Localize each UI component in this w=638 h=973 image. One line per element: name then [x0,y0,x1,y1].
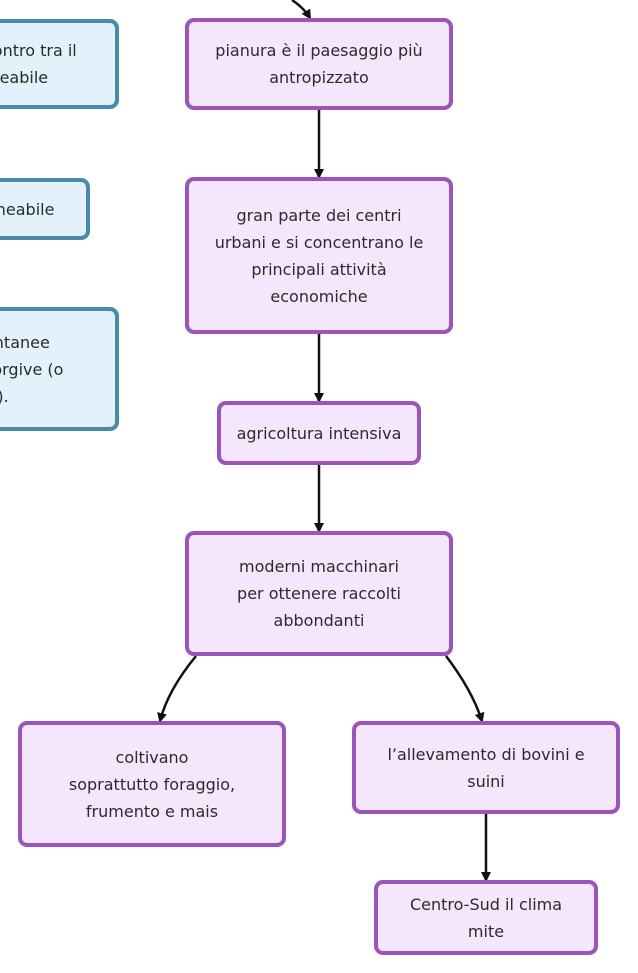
side-node-3: ontanee sorgive (o ili). [0,307,119,431]
node-coltivano: coltivano soprattutto foraggio, frumento… [18,721,286,847]
side-node-1: contro tra il meabile [0,19,119,109]
node-coltivano-text: coltivano soprattutto foraggio, frumento… [68,747,236,821]
arrow-n4-to-n6 [445,655,485,723]
node-centro-sud: Centro-Sud il clima mite [374,880,598,955]
node-macchinari-text: moderni macchinari per ottenere raccolti… [237,557,401,630]
arrow-top-to-n1 [291,0,312,20]
side-node-3-text: ontanee sorgive (o ili). [0,332,64,406]
node-allevamento-text: l’allevamento di bovini e suini [387,744,585,791]
node-allevamento: l’allevamento di bovini e suini [352,721,620,814]
node-macchinari: moderni macchinari per ottenere raccolti… [185,531,453,656]
node-agricoltura: agricoltura intensiva [217,401,421,465]
node-agricoltura-text: agricoltura intensiva [236,423,402,443]
side-node-2-text: rmeabile [0,199,55,219]
side-node-1-text: contro tra il meabile [0,41,77,87]
side-node-2: rmeabile [0,178,90,240]
arrow-n4-to-n5 [157,655,197,723]
node-centro-sud-text: Centro-Sud il clima mite [409,894,563,941]
node-centri-urbani-text: gran parte dei centri urbani e si concen… [214,205,424,306]
node-centri-urbani: gran parte dei centri urbani e si concen… [185,177,453,334]
node-pianura-text: pianura è il paesaggio più antropizzato [215,41,423,87]
node-pianura: pianura è il paesaggio più antropizzato [185,18,453,110]
